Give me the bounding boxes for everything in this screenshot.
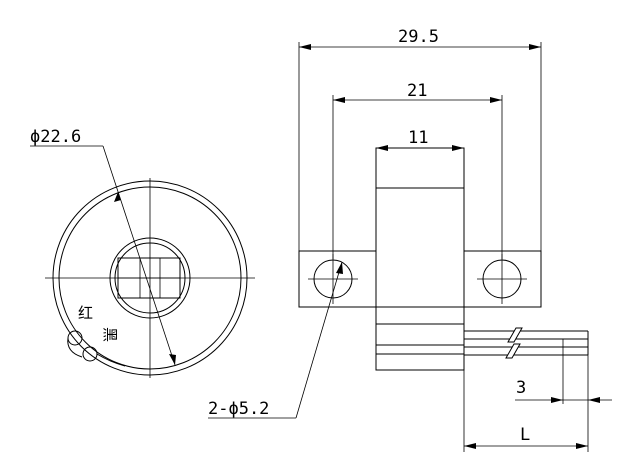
hole-leader-diag — [295, 261, 343, 419]
diameter-line — [102, 145, 176, 366]
dim-L-arrow-r — [576, 443, 588, 449]
diameter-arrow-bottom — [169, 354, 176, 365]
hole-leader-label: 2-ϕ5.2 — [208, 399, 269, 419]
dim-29.5-arrow-r — [529, 44, 541, 50]
dim-3-arrow-r — [588, 397, 600, 403]
hole-leader-arrow — [336, 262, 343, 274]
side-view — [298, 147, 589, 404]
lead-exit-outline — [67, 337, 126, 367]
dim-3-label: 3 — [516, 378, 526, 398]
lead-break-2 — [505, 343, 521, 359]
label-black: 黑 — [101, 327, 119, 342]
diameter-arrow-top — [114, 192, 121, 202]
dim-21-arrow-l — [333, 97, 345, 103]
label-red: 红 — [78, 304, 93, 322]
diameter-label: ϕ22.6 — [30, 127, 81, 147]
dim-3-arrow-l — [551, 397, 563, 403]
lead-exit-red — [67, 330, 83, 346]
coil-body — [375, 147, 465, 371]
front-view: 红 黑 ϕ22.6 — [30, 127, 255, 378]
dim-11-arrow-r — [452, 145, 464, 151]
dim-11-label: 11 — [408, 128, 428, 148]
dim-11-arrow-l — [376, 145, 388, 151]
lead-break-1 — [507, 327, 523, 343]
dim-29.5-label: 29.5 — [398, 27, 439, 47]
dim-21-label: 21 — [407, 81, 427, 101]
dim-L-label: L — [520, 425, 530, 445]
dim-21-arrow-r — [490, 97, 502, 103]
dim-L-arrow-l — [464, 443, 476, 449]
dim-29.5-arrow-l — [299, 44, 311, 50]
dimension-lines: 29.5 21 11 2-ϕ5.2 3 L — [208, 27, 612, 452]
